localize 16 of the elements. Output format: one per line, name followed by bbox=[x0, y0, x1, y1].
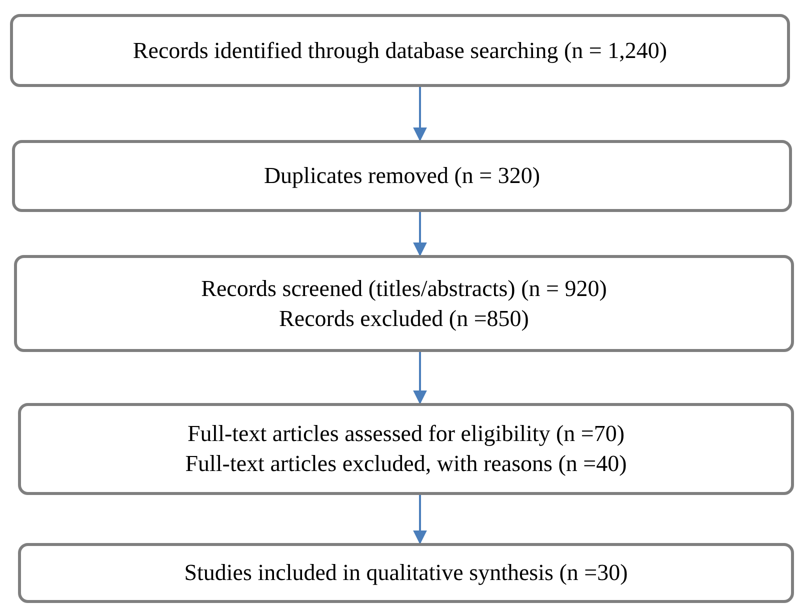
arrow bbox=[413, 352, 427, 404]
process-box bbox=[14, 255, 794, 352]
box-text: Records excluded (n =850) bbox=[279, 304, 529, 333]
box-text: Records screened (titles/abstracts) (n = 920) bbox=[201, 274, 607, 303]
process-box bbox=[18, 543, 794, 603]
arrow bbox=[413, 495, 427, 544]
arrow bbox=[413, 212, 427, 256]
process-box bbox=[18, 403, 794, 495]
box-text: Studies included in qualitative synthesis (n =30) bbox=[184, 559, 628, 587]
box-text: Records identified through database searching (n = 1,240) bbox=[132, 36, 668, 65]
process-box bbox=[12, 140, 792, 212]
box-text: Duplicates removed (n = 320) bbox=[264, 162, 540, 190]
box-text: Full-text articles assessed for eligibility (n =70) bbox=[187, 420, 625, 448]
arrow bbox=[413, 87, 427, 142]
box-text: Full-text articles excluded, with reasons (n =40) bbox=[185, 450, 627, 478]
process-box bbox=[10, 14, 790, 87]
